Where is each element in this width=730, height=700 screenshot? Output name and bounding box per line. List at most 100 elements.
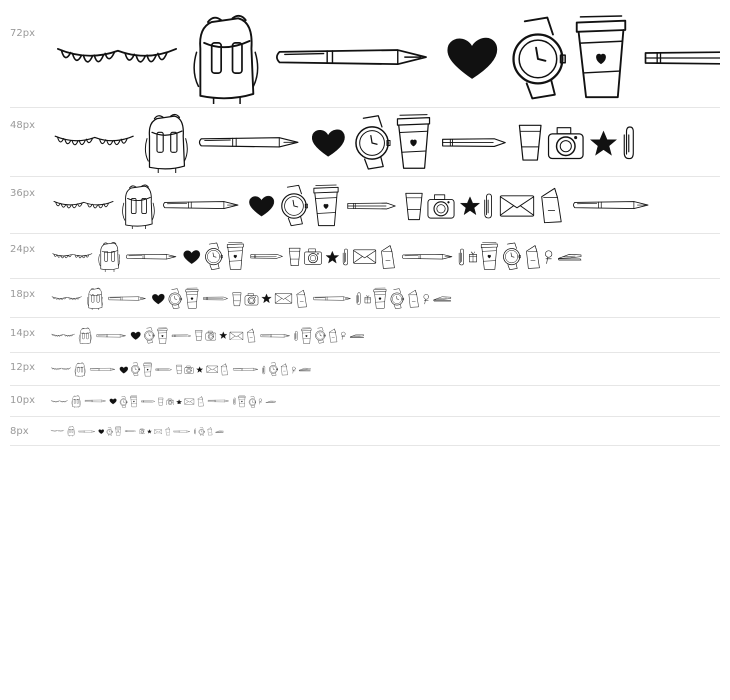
paper-cup-icon (232, 291, 242, 306)
fountain-pen-icon (207, 400, 229, 403)
size-label: 14px (10, 328, 35, 339)
paper-bag-icon (221, 363, 228, 376)
paper-bag-icon (197, 396, 204, 407)
wristwatch-icon (281, 184, 308, 227)
paperclip-icon (232, 397, 236, 406)
star-icon (459, 196, 480, 216)
envelope-icon (184, 398, 195, 405)
paperclip-icon (262, 365, 265, 374)
fountain-pen-icon (96, 333, 126, 337)
paper-bag-icon (296, 289, 307, 308)
gift-icon (469, 251, 478, 263)
camera-icon (184, 365, 194, 374)
star-icon (218, 331, 227, 340)
paperclip-icon (459, 248, 465, 265)
bunting-icon (51, 295, 82, 300)
size-row-24: 24px (10, 234, 720, 279)
fountain-pen-icon (108, 296, 146, 301)
heart-icon (312, 129, 346, 157)
paper-cup-icon (518, 125, 542, 162)
heart-icon (119, 366, 128, 373)
backpack-icon (98, 242, 120, 272)
camera-icon (138, 428, 145, 435)
bunting-icon (50, 430, 65, 433)
stapler-icon (349, 334, 364, 338)
camera-icon (304, 248, 323, 265)
coffee-cup-icon (397, 114, 431, 169)
backpack-icon (71, 395, 81, 408)
pencil-icon (203, 296, 228, 301)
backpack-icon (144, 114, 188, 173)
envelope-icon (229, 331, 244, 340)
backpack-icon (67, 426, 75, 437)
heart-icon (248, 195, 274, 216)
paperclip-icon (356, 292, 360, 305)
size-row-18: 18px (10, 279, 720, 318)
star-icon (196, 366, 204, 373)
backpack-icon (121, 183, 155, 229)
coffee-cup-icon (238, 395, 246, 408)
coffee-cup-icon (130, 395, 138, 408)
size-label: 24px (10, 244, 35, 255)
heart-icon (447, 37, 498, 79)
paperclip-icon (294, 330, 298, 341)
heart-icon (130, 331, 141, 340)
star-icon (261, 293, 272, 304)
wristwatch-icon (119, 395, 128, 408)
star-icon (590, 130, 618, 156)
paper-cup-icon (176, 365, 182, 375)
envelope-icon (274, 293, 293, 305)
pushpin-icon (544, 249, 553, 264)
paper-bag-icon (247, 328, 256, 343)
camera-icon (427, 193, 455, 219)
pencil-icon (172, 334, 191, 337)
wristwatch-icon (107, 426, 114, 437)
pencil-icon (155, 368, 172, 371)
paper-cup-icon (404, 192, 423, 220)
wristwatch-icon (205, 242, 224, 271)
pushpin-icon (291, 366, 296, 373)
font-preview: 72px 48px 36px 24px 18px 14px 12px 10px … (10, 8, 720, 446)
fountain-pen-icon (78, 430, 95, 433)
coffee-cup-icon (575, 15, 627, 99)
size-label: 48px (10, 120, 35, 131)
pencil-icon (347, 202, 396, 209)
bunting-icon (51, 400, 68, 403)
coffee-cup-icon (301, 327, 312, 344)
size-row-14: 14px (10, 318, 720, 353)
bunting-icon (53, 200, 114, 208)
backpack-icon (78, 327, 92, 345)
bunting-icon (51, 367, 71, 371)
paper-bag-icon (525, 244, 540, 269)
wristwatch-icon (390, 288, 404, 309)
paper-bag-icon (541, 187, 562, 224)
camera-icon (548, 127, 584, 160)
star-icon (325, 250, 340, 263)
pencil-icon (249, 254, 283, 259)
paperclip-icon (342, 248, 348, 265)
wristwatch-icon (355, 115, 391, 170)
pencil-icon (442, 138, 507, 147)
stapler-icon (299, 368, 311, 372)
coffee-cup-icon (481, 242, 498, 270)
size-label: 8px (10, 426, 29, 437)
backpack-icon (86, 287, 103, 310)
wristwatch-icon (199, 426, 205, 437)
star-icon (147, 429, 153, 434)
size-row-10: 10px (10, 386, 720, 417)
coffee-cup-icon (312, 184, 339, 226)
wristwatch-icon (503, 242, 521, 271)
fountain-pen-icon (313, 296, 351, 301)
fountain-pen-icon (89, 368, 115, 371)
pushpin-icon (341, 331, 346, 340)
backpack-icon (193, 14, 259, 104)
coffee-cup-icon (143, 362, 152, 377)
size-label: 10px (10, 395, 35, 406)
paper-cup-icon (158, 397, 164, 406)
heart-icon (109, 398, 117, 405)
heart-icon (151, 293, 165, 304)
coffee-cup-icon (226, 242, 244, 270)
heart-icon (98, 429, 104, 434)
stapler-icon (215, 430, 224, 433)
paper-bag-icon (408, 289, 419, 308)
